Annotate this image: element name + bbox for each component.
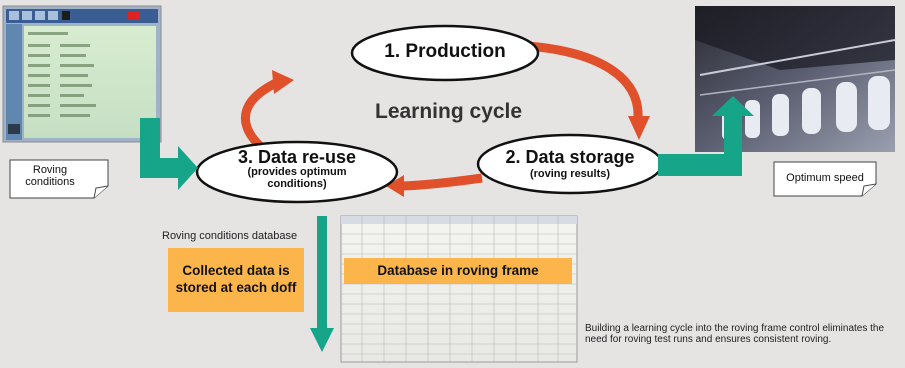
cycle-arrow-reuse-to-production (241, 77, 280, 152)
roving-frame-photo (695, 6, 896, 152)
database-caption: Roving conditions database (162, 230, 298, 242)
node-data-reuse-label: 3. Data re-use (237, 147, 357, 167)
collected-data-note: Collected data is stored at each doff (168, 248, 304, 312)
node-data-reuse-sublabel: (provides optimum conditions) (247, 166, 347, 190)
node-production-shape (350, 24, 540, 82)
software-screenshot (2, 5, 162, 143)
cycle-arrow-storage-to-reuse (399, 173, 483, 191)
callout-roving-conditions: Roving conditions (25, 164, 75, 189)
description-text: Building a learning cycle into the rovin… (585, 323, 885, 345)
teal-arrows (140, 96, 754, 352)
cycle-nodes (195, 24, 664, 204)
node-data-storage-label: 2. Data storage (505, 147, 635, 167)
node-data-storage-sublabel: (roving results) (529, 168, 611, 180)
callout-shapes (9, 159, 877, 199)
teal-arrow-storage-to-speed (658, 96, 754, 176)
node-production-label: 1. Production (384, 41, 506, 62)
cycle-arrow-production-to-storage (527, 41, 643, 119)
node-data-reuse-shape (195, 140, 399, 204)
database-frame-label: Database in roving frame (344, 258, 572, 284)
arrowhead-reuse (386, 175, 404, 197)
teal-arrow-database-down (310, 216, 334, 352)
learning-cycle-title: Learning cycle (375, 100, 523, 123)
arrowhead-storage (628, 116, 650, 140)
callout-optimum-speed: Optimum speed (786, 172, 864, 184)
arrowhead-production (272, 70, 294, 94)
teal-arrow-screen-to-reuse (140, 118, 198, 190)
database-spreadsheet (340, 215, 578, 363)
